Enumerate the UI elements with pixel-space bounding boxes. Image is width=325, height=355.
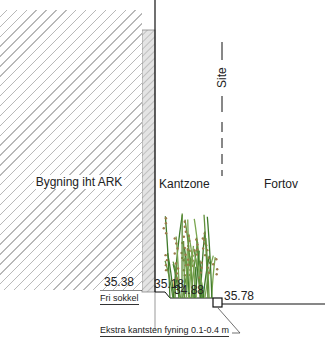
site-line: [222, 96, 223, 112]
seed-head: [163, 227, 165, 229]
elevation: 35.38: [104, 276, 134, 289]
seed-head: [215, 258, 217, 260]
seed-head: [187, 264, 189, 266]
zone-label: Kantzone: [159, 178, 210, 191]
seed-head: [216, 268, 218, 270]
seed-head: [177, 267, 179, 269]
seed-head: [165, 232, 167, 234]
seed-head: [195, 238, 197, 240]
seed-head: [164, 254, 166, 256]
boundary-line: [154, 0, 155, 292]
seed-head: [196, 248, 198, 250]
seed-head: [165, 264, 167, 266]
seed-head: [215, 273, 217, 275]
curb-stone: [213, 298, 222, 307]
seed-head: [165, 222, 167, 224]
seed-head: [196, 243, 198, 245]
note: Ekstra kantsten fyning 0.1-0.4 m: [100, 326, 229, 337]
seed-head: [174, 237, 176, 239]
wall-strip: [142, 30, 155, 292]
seed-head: [202, 247, 204, 249]
seed-head: [208, 272, 210, 274]
seed-head: [175, 242, 177, 244]
elevation: 34.88: [174, 284, 204, 297]
seed-head: [184, 226, 186, 228]
seed-head: [165, 217, 167, 219]
seed-head: [183, 236, 185, 238]
seed-head: [200, 266, 202, 268]
grass-blade: [168, 253, 174, 298]
seed-head: [187, 259, 189, 261]
seed-head: [212, 263, 214, 265]
site-label: Site: [215, 68, 228, 89]
seed-head: [200, 261, 202, 263]
seed-head: [185, 231, 187, 233]
seed-head: [193, 250, 195, 252]
grass-blade: [204, 215, 208, 298]
note: Fri sokkel: [100, 294, 139, 305]
ground-line: [222, 303, 325, 304]
seed-head: [165, 269, 167, 271]
seed-head: [184, 221, 186, 223]
site-line: [222, 42, 223, 60]
seed-head: [175, 262, 177, 264]
sidewalk-label: Fortov: [264, 178, 298, 191]
site-line: [222, 122, 223, 176]
seed-head: [176, 272, 178, 274]
seed-head: [174, 252, 176, 254]
seed-head: [196, 253, 198, 255]
leader-line: [155, 292, 156, 330]
building-label: Bygning iht ARK: [34, 175, 125, 189]
seed-head: [166, 259, 168, 261]
seed-head: [184, 254, 186, 256]
seed-head: [187, 249, 189, 251]
seed-head: [176, 247, 178, 249]
elevation: 35.78: [224, 290, 254, 303]
building-block: Bygning iht ARK: [0, 10, 142, 290]
